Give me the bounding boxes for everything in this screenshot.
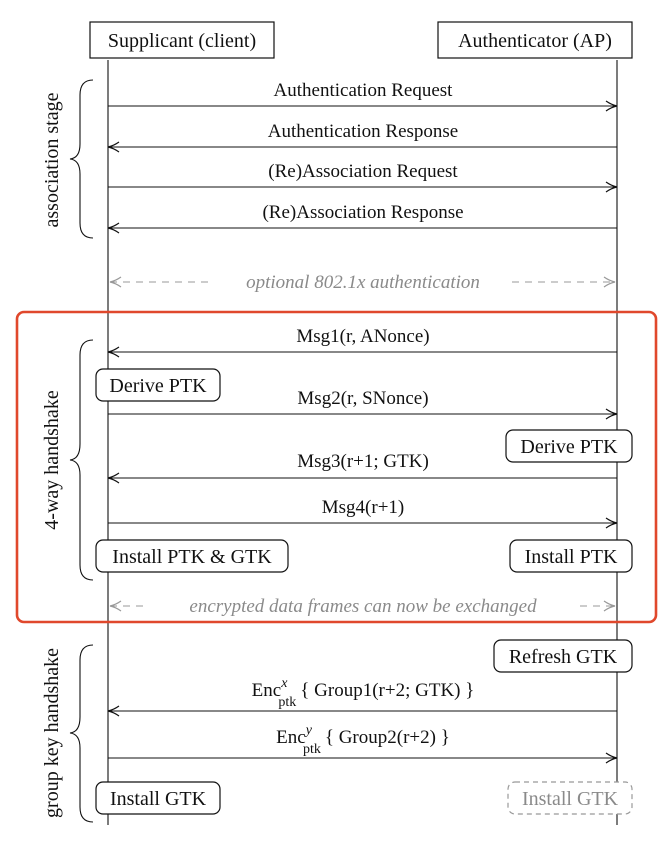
actor-authenticator-label: Authenticator (AP): [458, 30, 612, 52]
derive-ptk-right-box: Derive PTK: [505, 429, 633, 463]
refresh-gtk-label: Refresh GTK: [509, 646, 618, 668]
optional-auth-label: optional 802.1x authentication: [246, 272, 480, 293]
install-ptk-box: Install PTK: [509, 539, 633, 573]
install-ptk-label: Install PTK: [525, 546, 618, 568]
stage-association-label: association stage: [41, 92, 63, 227]
install-ptk-gtk-label: Install PTK & GTK: [112, 546, 272, 568]
install-gtk-right-label: Install GTK: [522, 788, 619, 810]
message-auth-response: Authentication Response: [107, 121, 617, 153]
derive-ptk-left-label: Derive PTK: [109, 375, 207, 397]
stage-4way-label: 4-way handshake: [41, 390, 63, 530]
install-ptk-gtk-box: Install PTK & GTK: [95, 539, 289, 573]
message-label: Authentication Request: [274, 80, 454, 101]
install-gtk-left-label: Install GTK: [110, 788, 207, 810]
stage-group-label: group key handshake: [41, 648, 63, 818]
message-label: Msg3(r+1; GTK): [297, 451, 429, 472]
brace-association: [69, 79, 94, 239]
message-label: Msg2(r, SNonce): [297, 388, 428, 409]
message-msg2: Msg2(r, SNonce): [108, 388, 618, 420]
message-label: (Re)Association Response: [262, 202, 463, 223]
message-auth-request: Authentication Request: [108, 80, 618, 112]
actor-supplicant: Supplicant (client): [89, 21, 275, 59]
optional-auth: optional 802.1x authentication: [109, 272, 616, 293]
derive-ptk-right-label: Derive PTK: [520, 436, 618, 458]
message-assoc-request: (Re)Association Request: [108, 161, 618, 193]
message-label: Msg1(r, ANonce): [296, 326, 429, 347]
message-msg3: Msg3(r+1; GTK): [107, 451, 617, 484]
brace-group: [69, 644, 94, 823]
install-gtk-left-box: Install GTK: [95, 781, 221, 815]
message-label: (Re)Association Request: [268, 161, 458, 182]
actor-supplicant-label: Supplicant (client): [108, 30, 256, 52]
brace-4way: [69, 339, 94, 581]
actor-authenticator: Authenticator (AP): [437, 21, 633, 59]
message-label: Authentication Response: [268, 121, 459, 142]
message-msg4: Msg4(r+1): [108, 497, 618, 529]
highlight-frame: [15, 310, 658, 624]
derive-ptk-left-box: Derive PTK: [95, 368, 221, 402]
message-assoc-response: (Re)Association Response: [107, 202, 617, 234]
install-gtk-right-box: Install GTK: [507, 781, 633, 815]
refresh-gtk-box: Refresh GTK: [493, 639, 633, 673]
message-label: Msg4(r+1): [322, 497, 405, 518]
encrypted-frames: encrypted data frames can now be exchang…: [109, 596, 616, 617]
encrypted-frames-label: encrypted data frames can now be exchang…: [189, 596, 537, 617]
message-msg1: Msg1(r, ANonce): [107, 326, 617, 358]
